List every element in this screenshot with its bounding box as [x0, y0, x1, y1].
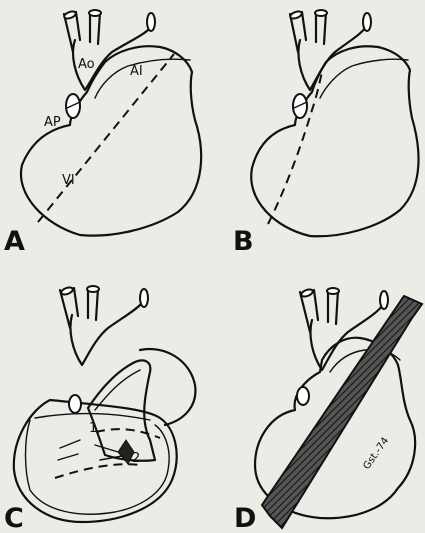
panel-c-label-1: 1	[89, 421, 97, 436]
panel-a-label-ai: AI	[130, 64, 143, 79]
panel-b-cut-line	[268, 72, 322, 224]
panel-d-letter: D	[234, 503, 256, 533]
panel-a-vessel-1	[63, 10, 76, 20]
panel-a-label-ao: Ao	[78, 57, 95, 72]
panel-c-heart: 1 2 C	[4, 286, 195, 533]
panel-c-dash-2	[55, 464, 140, 478]
panel-d-pulmonary-valve	[297, 387, 309, 405]
panel-c-dash-1	[96, 429, 160, 438]
signature: Gst.-74	[361, 436, 391, 472]
panel-c-pulmonary-valve	[69, 395, 81, 413]
panel-a-vessel-3	[147, 13, 155, 31]
panel-a-cut-line	[38, 54, 174, 222]
panel-c-aortic-arch	[70, 303, 142, 365]
panel-a-letter: A	[4, 226, 25, 257]
panel-c-letter: C	[4, 503, 24, 533]
panel-c-label-2: 2	[132, 451, 140, 466]
panel-a-label-ap: AP	[44, 115, 61, 130]
panel-b-letter: B	[233, 226, 254, 257]
panel-a-label-vi: VI	[62, 173, 75, 188]
panel-d-heart: D Gst.-74	[234, 288, 422, 533]
panel-a-heart: Ao AI AP VI A	[4, 10, 201, 257]
panel-a-vessel-2	[89, 10, 101, 16]
panel-b-heart: B	[233, 10, 419, 257]
panel-a-outline	[21, 46, 201, 235]
